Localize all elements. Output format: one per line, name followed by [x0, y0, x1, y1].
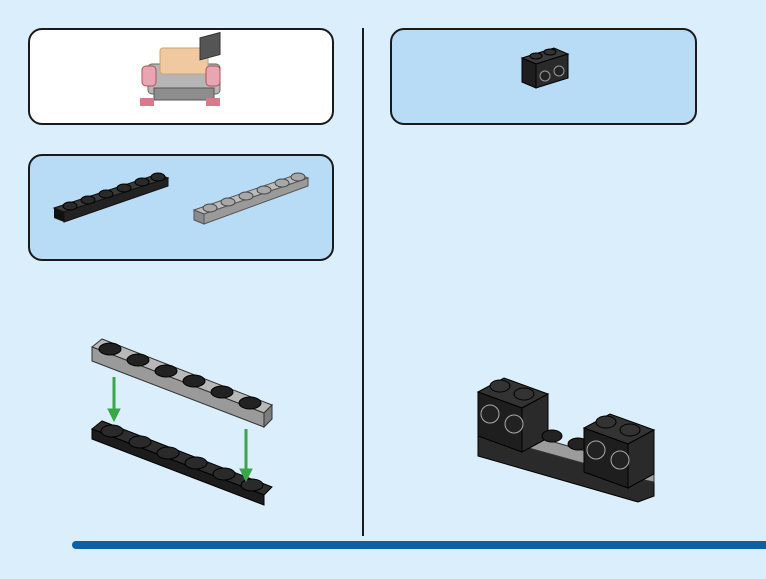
step-left: [88, 335, 278, 505]
black-plate-1x6-icon: [52, 170, 172, 230]
gray-plate-1x6-icon: [190, 168, 310, 230]
black-brick-1x2-studs-icon: [518, 44, 572, 92]
gray-plate-1x6-icon: [92, 339, 272, 427]
step-divider: [362, 28, 364, 536]
page-footer-bar: [72, 541, 766, 549]
previous-assembly-icon: [140, 44, 230, 108]
assembled-base-icon: [474, 372, 658, 502]
